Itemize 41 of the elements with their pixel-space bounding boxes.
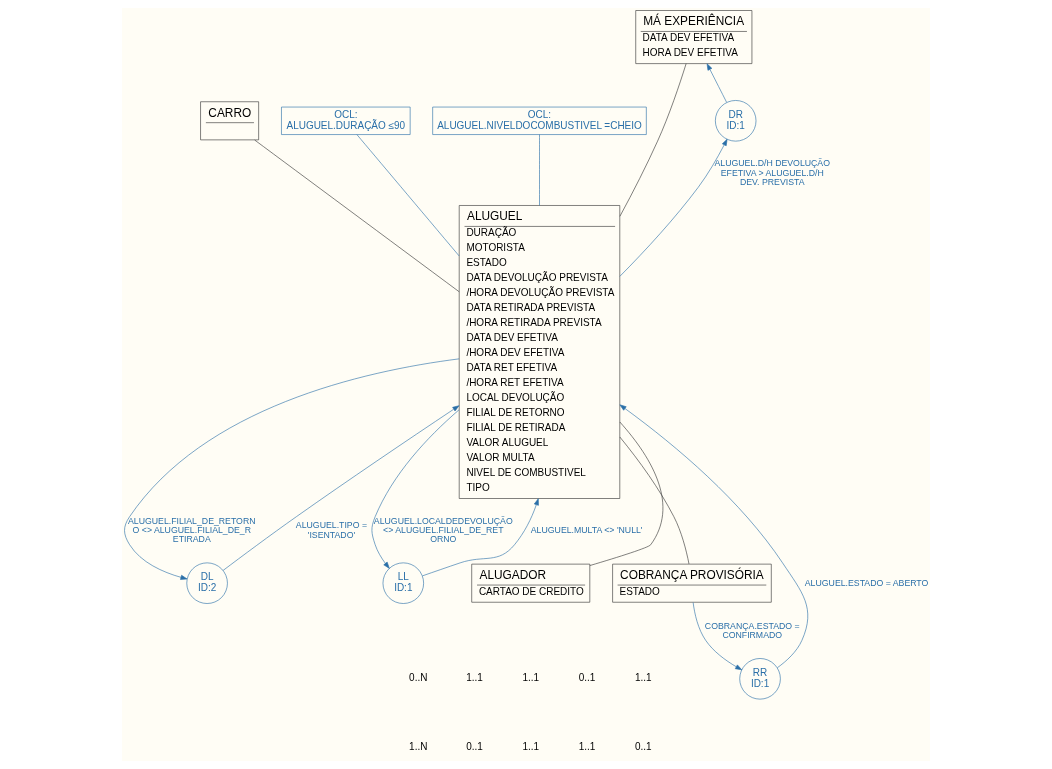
arrow bbox=[706, 63, 727, 103]
label: 1..1 bbox=[522, 740, 540, 752]
node-box: OCL: ALUGUEL.NIVELDOCOMBUSTIVEL =CHEIO bbox=[432, 106, 647, 135]
node-box: OCL: ALUGUEL.DURAÇÃO ≤90 bbox=[281, 106, 411, 135]
label: 0..1 bbox=[578, 672, 596, 684]
label: 0..1 bbox=[634, 740, 652, 752]
label: 1..1 bbox=[578, 740, 596, 752]
node-circle: RR ID:1 bbox=[739, 658, 781, 700]
label: 1..N bbox=[409, 740, 428, 752]
arrow bbox=[124, 358, 460, 580]
arrow bbox=[619, 404, 809, 668]
connector bbox=[356, 134, 460, 257]
connector bbox=[619, 436, 690, 565]
label: 1..1 bbox=[634, 672, 652, 684]
node-box: COBRANÇA PROVISÓRIA ESTADO bbox=[612, 563, 772, 603]
edge-label: ALUGUEL.LOCALDEDEVOLUÇÃO <> ALUGUEL.FILIAL_DE_RETORNO bbox=[373, 515, 513, 545]
node-circle: DR ID:1 bbox=[715, 100, 757, 142]
label: 1..1 bbox=[466, 672, 483, 684]
edge-label: ALUGUEL.TIPO = 'ISENTADO' bbox=[295, 520, 368, 540]
arrow bbox=[371, 409, 460, 569]
label: 0..N bbox=[409, 672, 428, 684]
edge-label: ALUGUEL.D/H DEVOLUÇÃO EFETIVA > ALUGUEL.D/H DEV. PREVISTA bbox=[714, 158, 830, 187]
edge-label: ALUGUEL.ESTADO = ABERTO bbox=[804, 577, 929, 588]
node-box: ALUGUEL DURAÇÃO MOTORISTA ESTADO DATA DEVOLUÇÃO PREVISTA /HORA DEVOLUÇÃO PREVISTA DATA RETIRADA PREVISTA /HORA RETIRADA PREVISTA DATA DEV EFETIVA /HORA DEV EFETIVA DATA RET EFETIVA /HORA RET EFETIVA LOCAL DEVOLUÇÃO FILIAL DE RETORNO FILIAL DE RETIRADA VALOR ALUGUEL VALOR MULTA NIVEL DE COMBUSTIVEL TIPO bbox=[458, 205, 621, 499]
node-box: CARRO bbox=[200, 101, 259, 141]
connector bbox=[539, 134, 540, 206]
label: 1..1 bbox=[522, 672, 540, 684]
node-box: ALUGADOR CARTAO DE CREDITO bbox=[471, 563, 591, 603]
arrow bbox=[422, 498, 539, 577]
connector bbox=[254, 139, 460, 293]
edge-label: ALUGUEL.FILIAL_DE_RETORNO <> ALUGUEL.FILIAL_DE_RETIRADA bbox=[128, 515, 256, 545]
edge-label: ALUGUEL.MULTA <> 'NULL' bbox=[530, 525, 643, 535]
arrow bbox=[222, 405, 460, 571]
connector bbox=[619, 63, 687, 217]
arrow bbox=[619, 138, 728, 277]
node-box: MÁ EXPERIÊNCIA DATA DEV EFETIVA HORA DEV EFETIVA bbox=[635, 10, 753, 64]
label: 0..1 bbox=[466, 740, 483, 752]
arrow bbox=[692, 602, 743, 671]
node-circle: DL ID:2 bbox=[186, 562, 228, 604]
connector bbox=[589, 421, 664, 566]
edge-label: COBRANÇA.ESTADO = CONFIRMADO bbox=[704, 620, 800, 640]
